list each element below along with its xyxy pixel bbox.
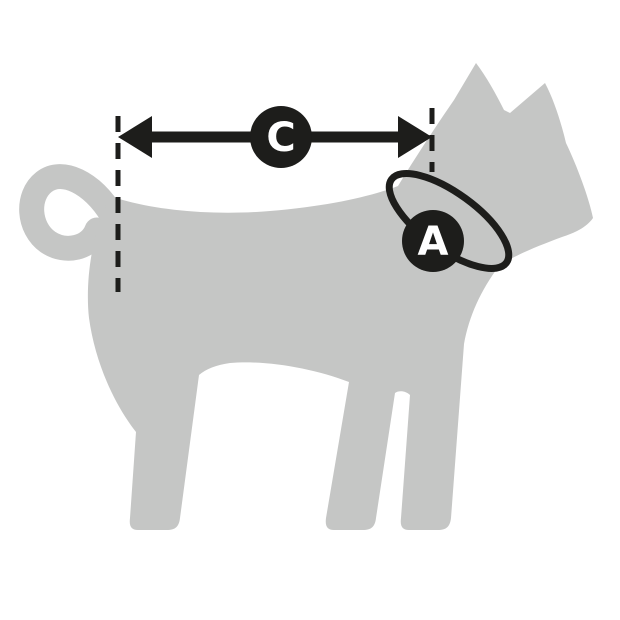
- arrowhead-left-icon: [118, 116, 152, 158]
- back-length-label-badge: C: [250, 106, 312, 168]
- dog-tail-curl: [19, 164, 125, 261]
- arrowhead-right-icon: [398, 116, 432, 158]
- dog-silhouette: [87, 63, 593, 530]
- back-length-label: C: [266, 115, 295, 161]
- neck-girth-label: A: [418, 219, 449, 265]
- neck-girth-badge-circle: [402, 210, 464, 272]
- neck-girth-label-badge: A: [402, 210, 464, 272]
- back-length-badge-circle: [250, 106, 312, 168]
